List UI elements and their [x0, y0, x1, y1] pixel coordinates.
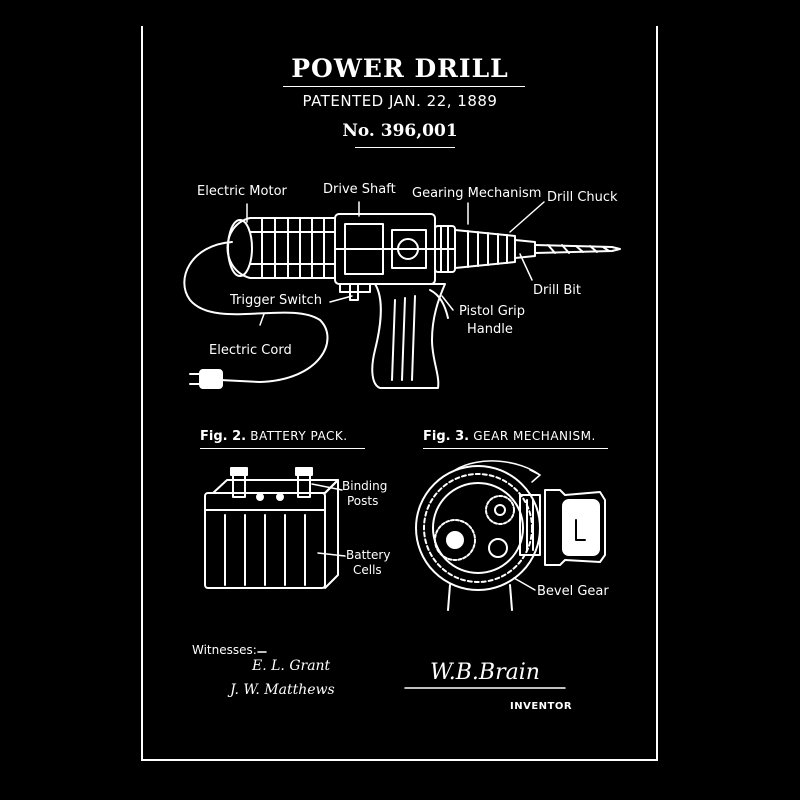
drill-bit	[534, 244, 621, 254]
label-trigger-switch: Trigger Switch	[230, 293, 322, 308]
label-binding-posts-2: Posts	[347, 494, 379, 508]
label-binding-posts: Binding	[342, 479, 388, 493]
label-drive-shaft: Drive Shaft	[323, 182, 396, 197]
drill-chuck	[454, 229, 516, 269]
fig2-caption-rule	[200, 448, 365, 449]
patent-number: No. 396,001	[342, 121, 458, 141]
electric-cord	[183, 241, 329, 383]
inventor-label: INVENTOR	[510, 701, 573, 712]
fig2-caption-text: BATTERY PACK.	[250, 429, 348, 443]
fig2-caption-number: Fig. 2.	[200, 429, 247, 444]
label-drill-chuck: Drill Chuck	[547, 190, 618, 205]
label-electric-cord: Electric Cord	[209, 343, 292, 358]
power-drill-illustration	[183, 213, 621, 389]
fig2-caption: Fig. 2. BATTERY PACK.	[200, 429, 348, 444]
fig3-caption: Fig. 3. GEAR MECHANISM.	[423, 429, 596, 444]
fig3-caption-rule	[423, 448, 608, 449]
fig1-leaders	[246, 201, 545, 326]
label-gearing-mechanism: Gearing Mechanism	[412, 186, 542, 201]
label-battery-cells-2: Cells	[353, 563, 382, 577]
page-title: POWER DRILL	[291, 54, 509, 83]
witness-signature-2: J. W. Matthews	[230, 682, 335, 698]
label-pistol-grip: Pistol Grip	[459, 304, 526, 319]
label-bevel-gear: Bevel Gear	[537, 584, 609, 599]
label-drill-bit: Drill Bit	[533, 283, 581, 298]
fig3-caption-text: GEAR MECHANISM.	[473, 429, 596, 443]
bevel-gear	[434, 519, 476, 561]
cord-plug	[199, 369, 223, 389]
label-battery-cells: Battery	[346, 548, 391, 562]
frame-bottom-border	[141, 759, 658, 761]
witnesses-label: Witnesses:	[192, 643, 257, 657]
fig3-caption-number: Fig. 3.	[423, 429, 470, 444]
witness-signature-1: E. L. Grant	[252, 658, 331, 674]
frame-right-border	[656, 26, 658, 761]
fig3-leaders	[513, 577, 536, 591]
frame-left-border	[141, 26, 143, 761]
pistol-grip	[371, 283, 446, 389]
label-pistol-grip-handle: Handle	[467, 322, 513, 337]
label-electric-motor: Electric Motor	[197, 184, 287, 199]
inventor-signature: W.B.Brain	[430, 660, 540, 685]
fig2-leaders	[311, 483, 346, 557]
gear-mechanism-illustration	[415, 460, 606, 611]
motor-housing	[226, 217, 336, 279]
patent-date: PATENTED JAN. 22, 1889	[302, 92, 498, 110]
number-rule	[355, 147, 455, 148]
battery-pack-illustration	[204, 467, 339, 589]
title-rule	[283, 86, 525, 87]
